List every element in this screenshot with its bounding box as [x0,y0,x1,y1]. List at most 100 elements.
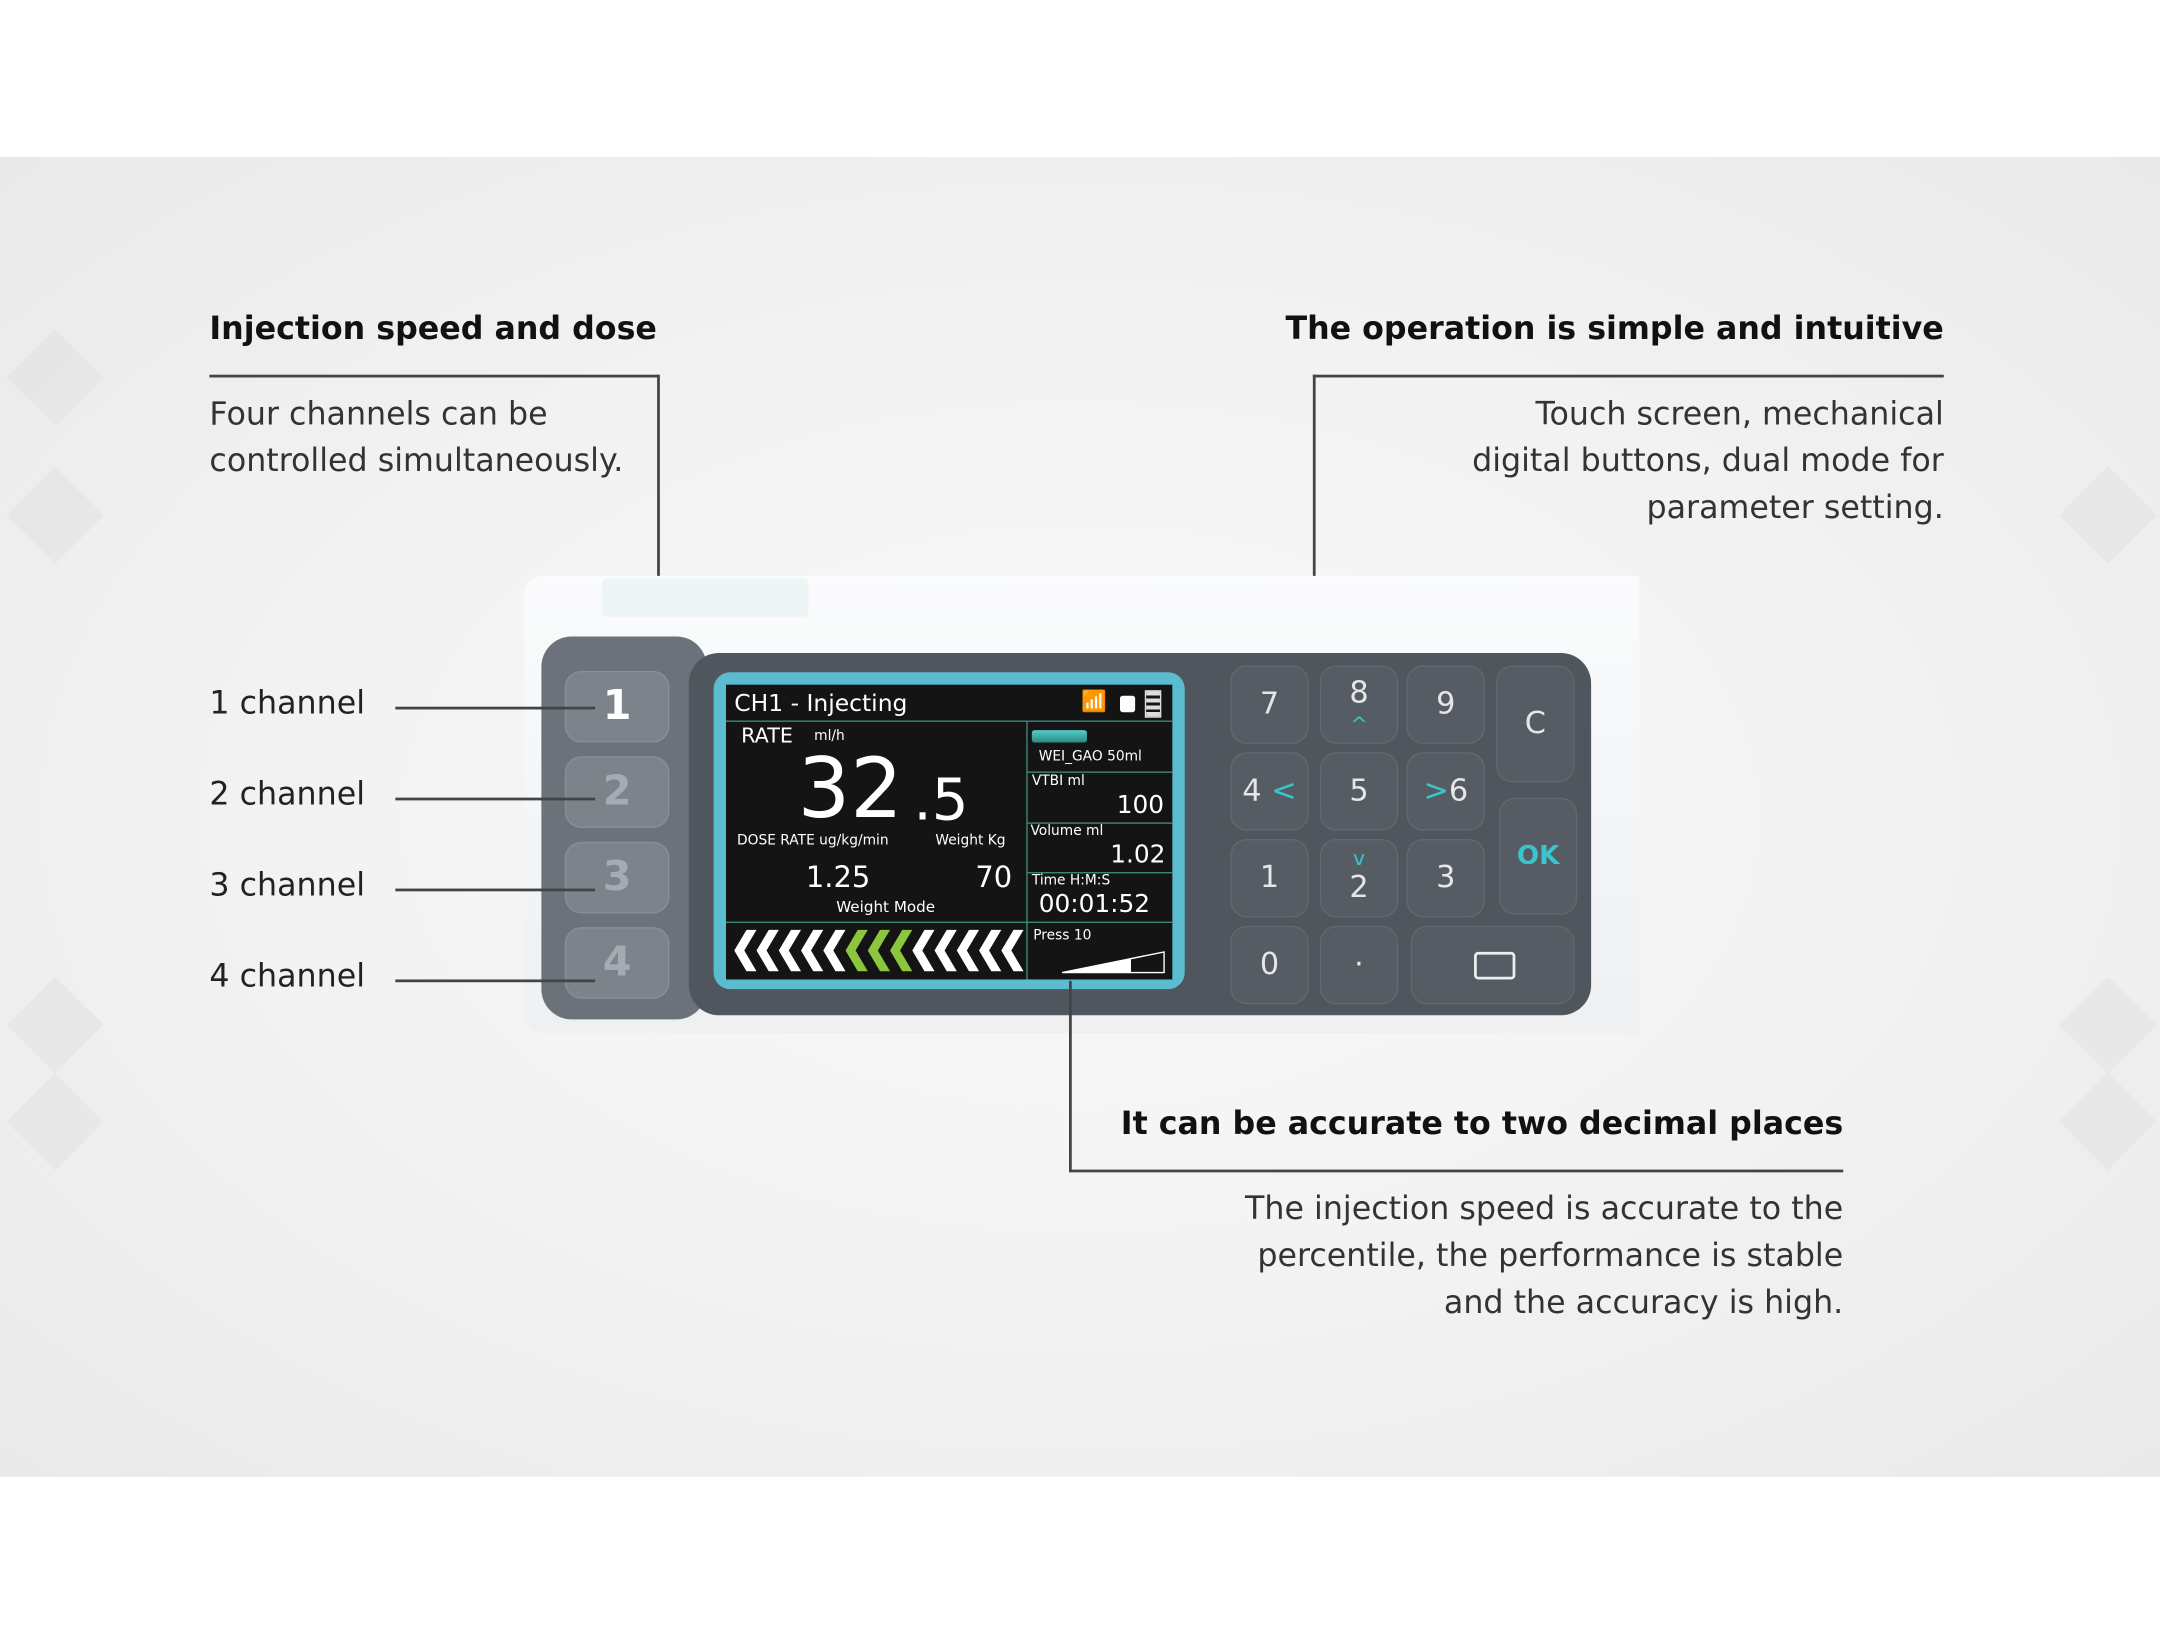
key-1[interactable]: 1 [1230,838,1309,918]
channel-4-line [395,979,596,982]
decor-diamond [6,466,104,564]
menu-button[interactable] [1410,925,1575,1005]
key-2-down[interactable]: v 2 [1319,838,1399,918]
channel-1-line [395,706,596,709]
dose-rate-value: 1.25 [805,861,871,895]
decor-diamond [2059,466,2157,564]
body-line: and the accuracy is high. [1443,1285,1844,1322]
body-line: Four channels can be [209,396,548,433]
screen-toggle-icon [1474,951,1516,980]
up-arrow-icon: ^ [1350,712,1368,738]
screen-header: CH1 - Injecting [734,690,908,718]
unlock-icon [1119,695,1136,713]
channel-2-button[interactable]: 2 [564,756,670,828]
wifi-icon: 📶 [1081,688,1108,714]
channel-3-line [395,888,596,891]
progress-chevron [912,929,935,972]
left-arrow-icon: < [1271,774,1297,809]
ok-button[interactable]: OK [1498,797,1578,915]
weight-value: 70 [975,861,1013,895]
dose-rate-label: DOSE RATE ug/kg/min [737,833,889,849]
vtbi-label: VTBI ml [1031,774,1085,790]
display-screen[interactable]: CH1 - Injecting 📶 RATE ml/h 32 .5 DOSE R… [725,684,1173,980]
callout-line [1069,1169,1844,1172]
decor-diamond [2059,976,2157,1074]
key-0[interactable]: 0 [1230,925,1309,1005]
grid-line [1026,720,1028,980]
body-line: controlled simultaneously. [209,443,624,480]
key-9[interactable]: 9 [1406,665,1486,744]
decor-diamond [6,1072,104,1171]
bottom-callout-body: The injection speed is accurate to the p… [1245,1186,1843,1327]
progress-chevron [956,929,980,972]
channel-1-button[interactable]: 1 [564,670,670,743]
channel-4-label: 4 channel [209,958,366,995]
grid-line [1026,872,1173,874]
decor-diamond [6,328,104,427]
rate-value-dec: .5 [913,765,969,834]
grid-line [1026,771,1173,773]
progress-chevron [890,929,913,972]
key-decimal[interactable]: · [1319,925,1399,1005]
callout-line [209,374,659,377]
key-4-left[interactable]: 4 < [1230,752,1309,831]
key-5[interactable]: 5 [1319,752,1399,831]
key-3[interactable]: 3 [1406,838,1486,918]
syringe-icon [1031,730,1087,743]
callout-line [657,374,660,706]
callout-line [1312,374,1315,706]
device-top-strip [602,578,809,618]
progress-chevron [778,929,802,972]
key-8-up[interactable]: 8 ^ [1319,665,1399,744]
progress-chevron [801,929,824,972]
right-callout-title: The operation is simple and intuitive [1285,311,1944,348]
pressure-gauge-icon [1061,951,1165,974]
clear-button[interactable]: C [1496,665,1575,783]
ok-label: OK [1516,840,1560,871]
decor-diamond [6,976,104,1074]
battery-icon [1144,690,1162,718]
press-label: Press 10 [1033,928,1092,944]
grid-line [1026,822,1173,824]
body-line: The injection speed is accurate to the [1245,1191,1844,1228]
key-label: 2 [1349,870,1369,906]
down-arrow-icon: v [1352,845,1366,871]
grid-line [725,921,1173,923]
vtbi-value: 100 [1116,790,1165,820]
weight-label: Weight Kg [935,833,1006,849]
volume-label: Volume ml [1030,823,1104,839]
body-line: digital buttons, dual mode for [1472,443,1944,480]
time-label: Time H:M:S [1031,873,1111,889]
body-line: percentile, the performance is stable [1257,1238,1844,1275]
callout-line [1069,980,1072,1171]
progress-chevron [1001,929,1024,972]
progress-chevron [934,929,957,972]
channel-3-button[interactable]: 3 [564,841,670,914]
key-6-right[interactable]: >6 [1406,752,1486,831]
left-callout-title: Injection speed and dose [209,311,657,348]
channel-4-button[interactable]: 4 [564,927,670,999]
progress-chevron [756,929,779,972]
left-callout-body: Four channels can be controlled simultan… [209,391,623,485]
progress-chevrons [734,927,1024,974]
right-callout-body: Touch screen, mechanical digital buttons… [1472,391,1944,532]
decor-diamond [2059,1072,2157,1171]
key-label: 8 [1349,676,1369,711]
channel-3-label: 3 channel [209,867,366,904]
callout-line [1312,374,1944,377]
volume-value: 1.02 [1110,840,1166,870]
rate-unit: ml/h [814,728,845,744]
key-label: 4 [1242,774,1262,809]
rate-value-int: 32 [797,741,903,838]
progress-chevron [867,929,891,972]
body-line: parameter setting. [1646,490,1944,527]
progress-chevron [979,929,1002,972]
key-7[interactable]: 7 [1230,665,1309,744]
channel-2-line [395,797,596,800]
grid-line [725,720,1173,722]
channel-2-label: 2 channel [209,776,366,813]
channel-1-label: 1 channel [209,686,366,722]
clear-icon: C [1524,706,1546,742]
chevron-bar [734,929,1024,972]
